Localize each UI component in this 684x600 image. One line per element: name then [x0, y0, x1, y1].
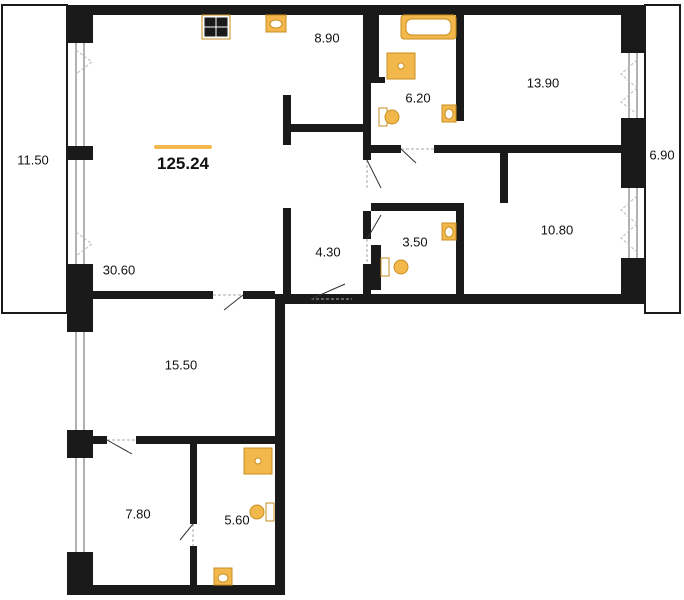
window-door-swings	[75, 49, 638, 257]
fixtures	[201, 14, 457, 586]
room-area-wc: 3.50	[402, 234, 428, 250]
windows	[75, 43, 638, 552]
bathtub-icon	[400, 14, 457, 40]
room-area-hall: 4.30	[315, 244, 341, 260]
stove-icon	[201, 14, 231, 40]
room-area-bath-s: 5.60	[224, 512, 250, 528]
wc-basin-icon	[441, 222, 457, 241]
wc-toilet-icon	[380, 257, 409, 277]
outer-walls	[67, 5, 645, 595]
balcony-east-outline	[644, 4, 681, 314]
room-area-balcony-west: 11.50	[17, 152, 49, 168]
room-area-bedroom-sw: 7.80	[125, 506, 151, 522]
washbasin-icon	[441, 104, 457, 123]
toilet-icon	[378, 107, 400, 127]
room-area-balcony-east: 6.90	[649, 147, 675, 163]
basin-s-icon	[213, 567, 233, 586]
interior-walls	[93, 15, 621, 586]
shower-s-icon	[243, 447, 273, 475]
total-area-accent-bar	[154, 145, 212, 149]
shower-tray-icon	[386, 52, 416, 80]
room-area-bedroom-e: 10.80	[540, 222, 574, 238]
door-swings	[106, 148, 434, 546]
room-area-bathroom: 6.20	[405, 90, 431, 106]
room-area-bedroom-ne: 13.90	[526, 75, 560, 91]
balcony-west-outline	[1, 4, 68, 314]
room-area-bedroom-w: 15.50	[164, 357, 198, 373]
kitchen-sink-icon	[265, 14, 287, 33]
toilet-s-icon	[249, 502, 275, 522]
total-area: 125.24	[157, 154, 209, 173]
room-area-living: 30.60	[102, 262, 136, 278]
room-area-kitchen: 8.90	[314, 30, 340, 46]
